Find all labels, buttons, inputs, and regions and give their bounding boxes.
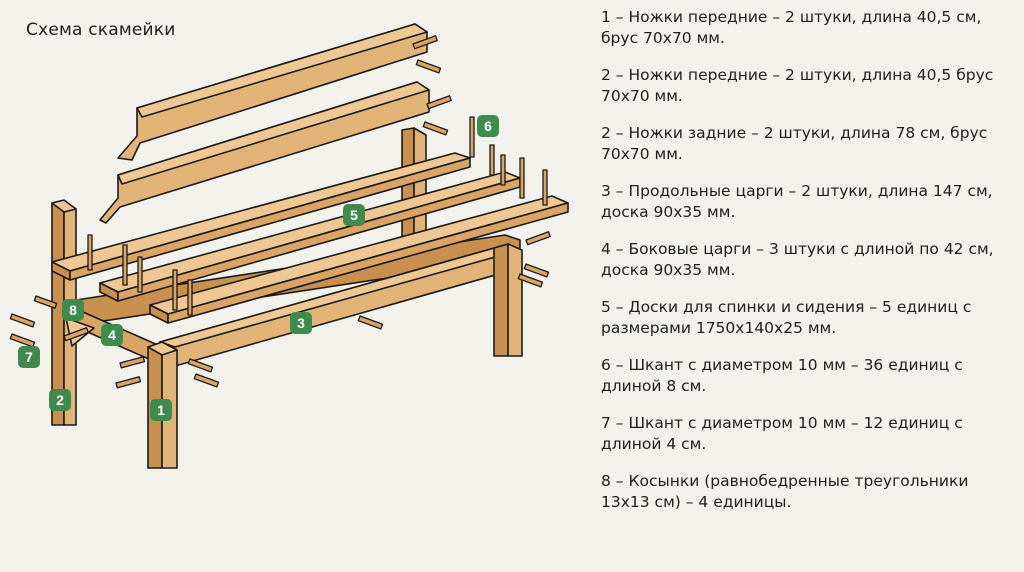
legend-item: 5 – Доски для спинки и сидения – 5 едини… — [601, 298, 972, 337]
legend-item: 4 – Боковые царги – 3 штуки с длиной по … — [601, 240, 994, 279]
svg-text:5: 5 — [350, 207, 358, 223]
legend-item: 6 – Шкант с диаметром 10 мм – 36 единиц … — [601, 356, 963, 395]
svg-text:8: 8 — [69, 302, 77, 318]
back-board-top — [117, 23, 428, 161]
bench-diagram: 1 2 3 4 5 6 7 8 — [9, 23, 569, 469]
legend-item: 8 – Косынки (равнобедренные треугольники… — [601, 472, 969, 511]
dowels — [9, 35, 551, 389]
badge-2: 2 — [49, 389, 71, 411]
legend-item: 3 – Продольные царги – 2 штуки, длина 14… — [601, 182, 993, 221]
svg-text:6: 6 — [484, 118, 492, 134]
back-board-lower — [99, 81, 430, 224]
seat-board-2 — [99, 171, 521, 302]
badge-3: 3 — [290, 312, 312, 334]
badge-7: 7 — [18, 346, 40, 368]
badge-8: 8 — [62, 299, 84, 321]
svg-text:1: 1 — [157, 402, 165, 418]
front-right-leg — [493, 243, 523, 357]
seat-board-1 — [51, 152, 471, 281]
badge-4: 4 — [101, 324, 123, 346]
legend-item: 7 – Шкант с диаметром 10 мм – 12 единиц … — [601, 414, 963, 453]
svg-text:4: 4 — [108, 327, 116, 343]
svg-text:7: 7 — [25, 349, 33, 365]
legend-item: 2 – Ножки передние – 2 штуки, длина 40,5… — [601, 66, 994, 105]
seat-board-3 — [149, 195, 569, 324]
badge-5: 5 — [343, 204, 365, 226]
svg-text:3: 3 — [297, 315, 305, 331]
legend-item: 2 – Ножки задние – 2 штуки, длина 78 см,… — [601, 124, 988, 163]
diagram-title: Схема скамейки — [26, 20, 176, 40]
legend-item: 1 – Ножки передние – 2 штуки, длина 40,5… — [601, 8, 982, 47]
svg-text:2: 2 — [56, 392, 64, 408]
badge-6: 6 — [477, 115, 499, 137]
badge-1: 1 — [150, 399, 172, 421]
parts-legend: 1 – Ножки передние – 2 штуки, длина 40,5… — [601, 7, 1011, 529]
